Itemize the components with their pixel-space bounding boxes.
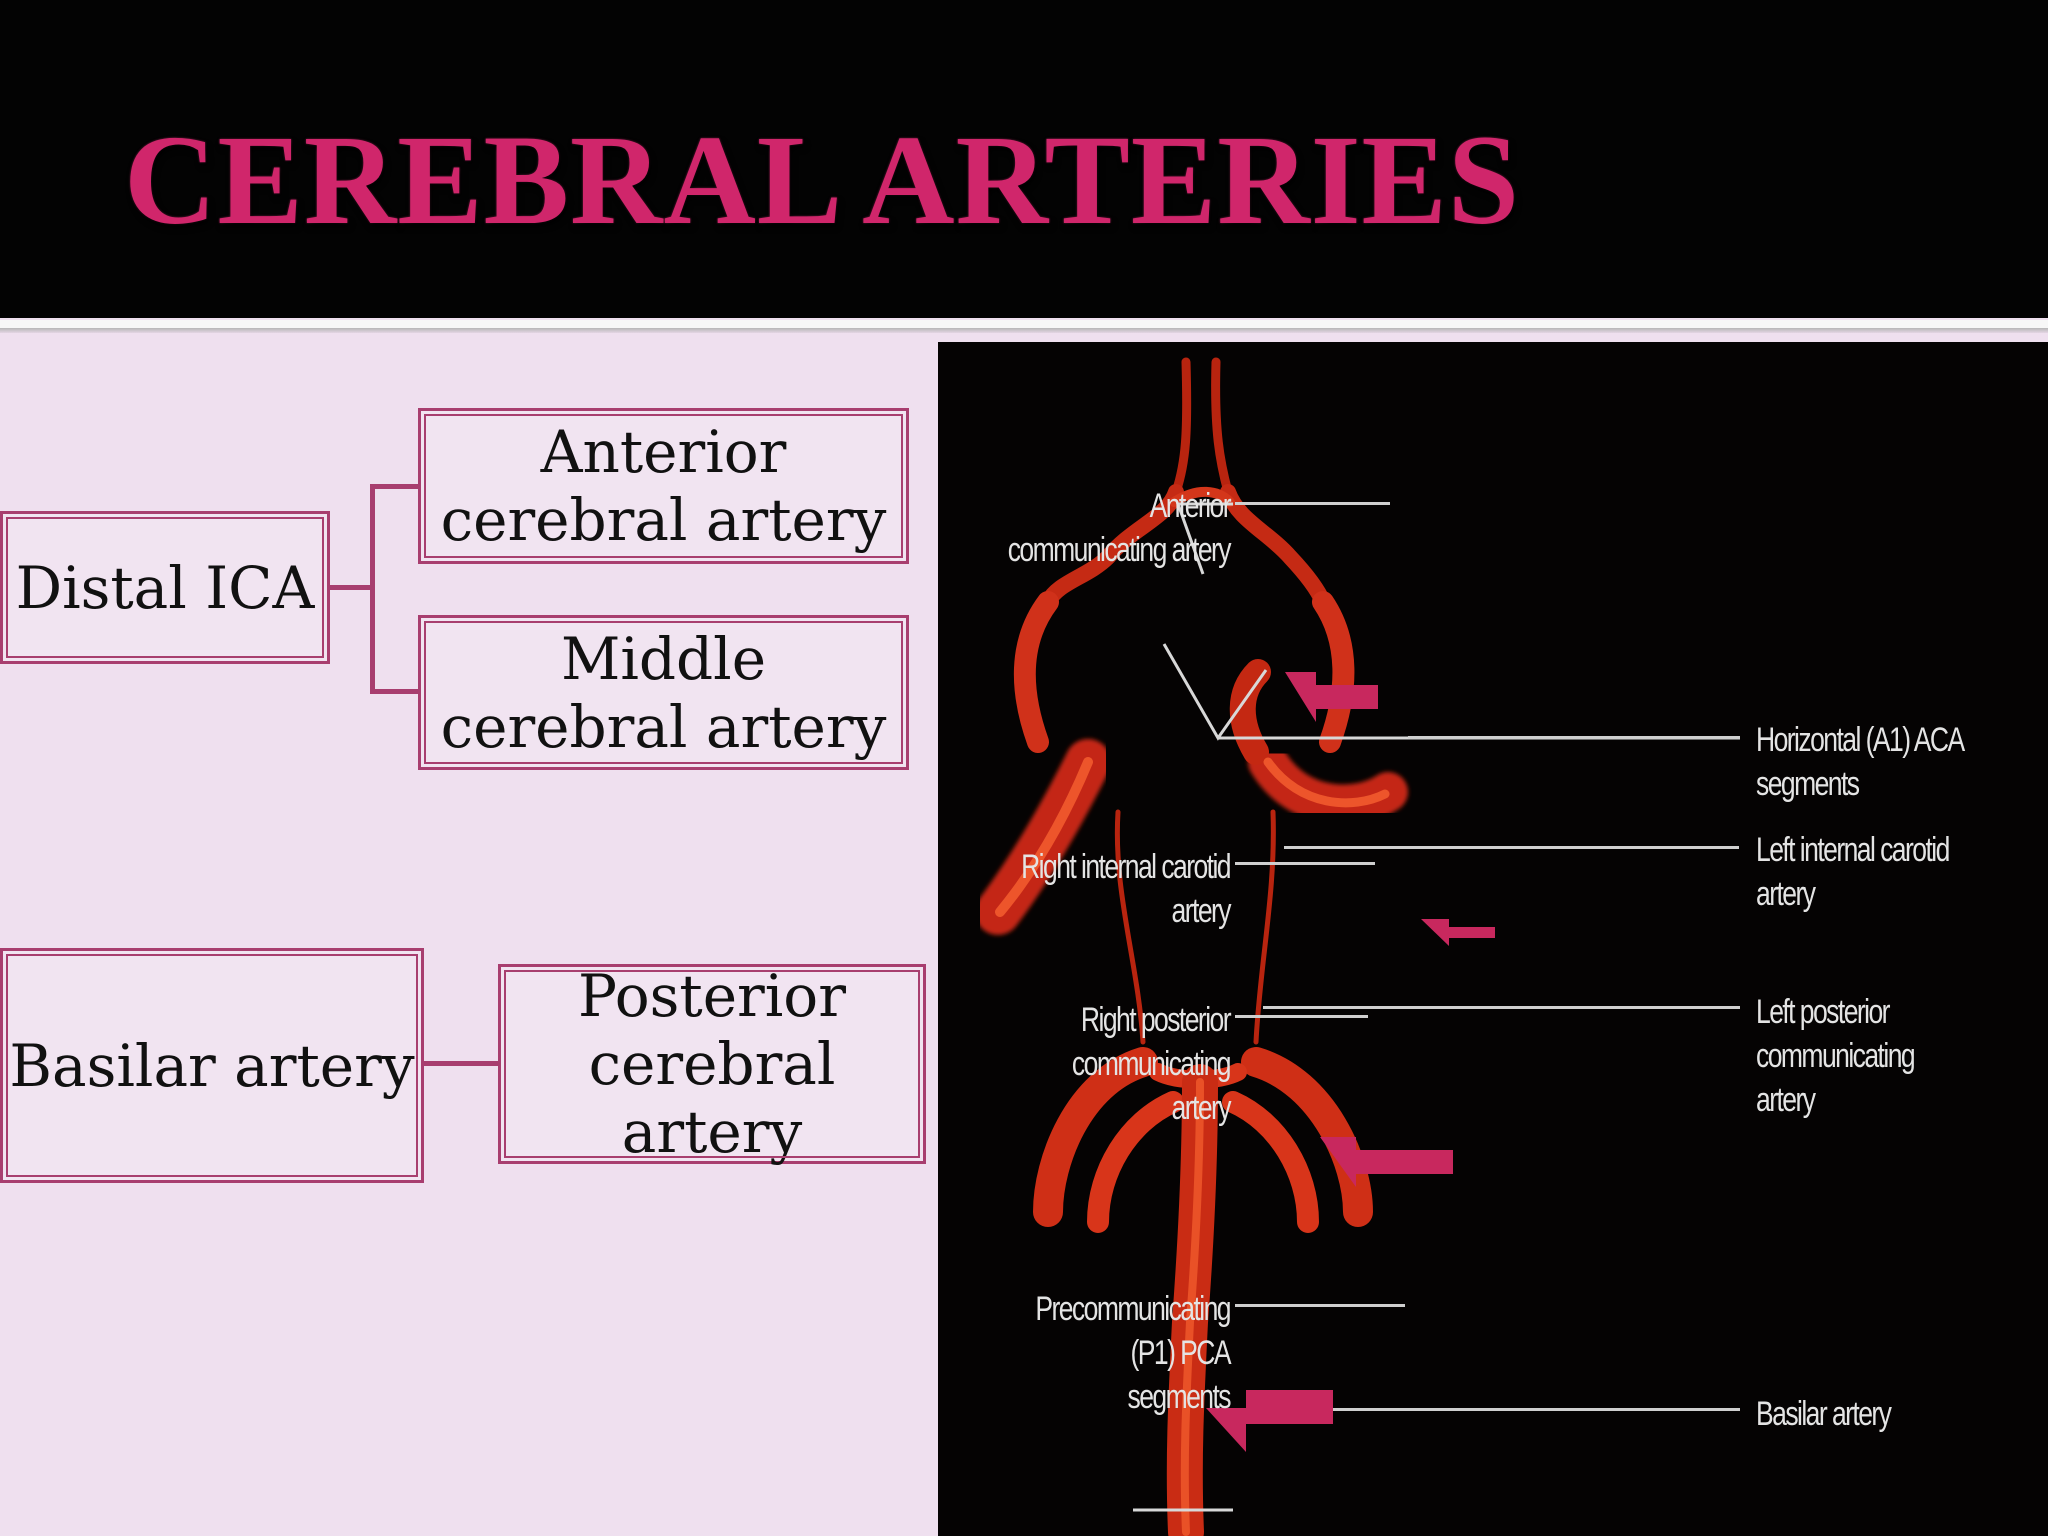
leader-left-pcom [1263, 1006, 1740, 1009]
connector-ica-vertical [370, 484, 375, 694]
circle-of-willis-image: Anterior communicating artery Horizontal… [938, 342, 2048, 1536]
title-bar: CEREBRAL ARTERIES [0, 0, 2048, 318]
divider-line [0, 320, 2048, 328]
middle-cerebral-label: Middle cerebral artery [440, 624, 887, 761]
connector-ica-stem [330, 585, 374, 590]
label-left-ica: Left internal carotid artery [1756, 831, 1950, 913]
label-anterior-communicating: Anterior communicating artery [1007, 487, 1232, 569]
anterior-cerebral-box: Anterior cerebral artery [418, 408, 909, 564]
vessel-illustration [975, 357, 1740, 1536]
label-right-ica: Right internal carotid artery [1021, 848, 1231, 930]
leader-left-ica [1284, 846, 1739, 849]
label-left-pcom: Left posterior communicating artery [1756, 993, 1916, 1119]
posterior-cerebral-label: Posterior cerebral artery [578, 962, 846, 1166]
connector-to-anterior [370, 484, 420, 489]
middle-cerebral-box: Middle cerebral artery [418, 615, 909, 770]
connector-to-middle [370, 689, 420, 694]
leader-right-ica [1235, 862, 1375, 865]
leader-horizontal-a1 [1408, 736, 1740, 739]
anterior-cerebral-label: Anterior cerebral artery [440, 418, 887, 554]
leader-right-pcom [1235, 1015, 1368, 1018]
distal-ica-label: Distal ICA [15, 553, 315, 622]
leader-p1 [1235, 1304, 1405, 1307]
basilar-artery-label: Basilar artery [9, 1031, 415, 1100]
basilar-artery-box: Basilar artery [0, 948, 424, 1183]
distal-ica-box: Distal ICA [0, 511, 330, 664]
connector-basilar-posterior [424, 1061, 500, 1066]
label-p1-segments: Precommunicating (P1) PCA segments [1035, 1290, 1231, 1416]
label-horizontal-a1: Horizontal (A1) ACA segments [1756, 721, 1964, 803]
slide-title: CEREBRAL ARTERIES [124, 109, 1521, 251]
label-basilar-artery: Basilar artery [1756, 1395, 1892, 1433]
leader-anterior-comm [1235, 502, 1390, 505]
posterior-cerebral-box: Posterior cerebral artery [498, 962, 926, 1166]
leader-basilar [1333, 1408, 1740, 1411]
divider-shadow [0, 328, 2048, 333]
label-right-pcom: Right posterior communicating artery [1071, 1001, 1232, 1127]
